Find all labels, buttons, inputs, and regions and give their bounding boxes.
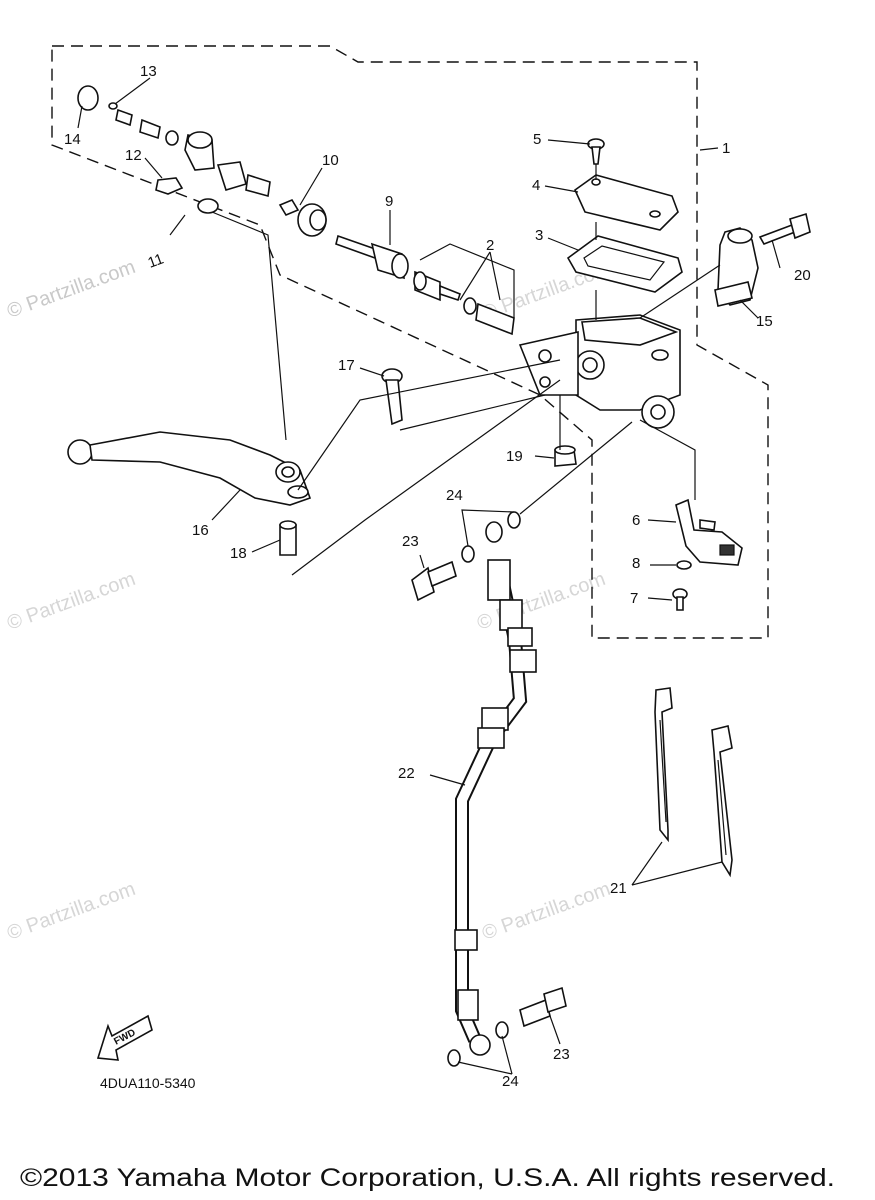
hose-clamp xyxy=(711,725,733,878)
callout-11: 11 xyxy=(146,250,166,271)
callouts: 1 2 3 4 5 6 7 8 9 10 11 12 13 14 15 16 1… xyxy=(64,63,811,1090)
callout-1: 1 xyxy=(722,140,730,157)
leader-lines xyxy=(77,77,781,1075)
brake-lever xyxy=(67,431,312,506)
master-cylinder-body xyxy=(518,314,681,429)
guide-line xyxy=(399,394,546,431)
guide-line xyxy=(291,379,561,576)
callout-18: 18 xyxy=(230,545,247,562)
callout-8: 8 xyxy=(632,555,640,572)
switch-washer xyxy=(676,560,692,570)
copyright-notice: ©2013 Yamaha Motor Corporation, U.S.A. A… xyxy=(20,1164,835,1192)
watermark: © Partzilla.com xyxy=(4,878,138,945)
watermark-main: © Partzilla.com xyxy=(4,256,138,323)
callout-4: 4 xyxy=(532,177,540,194)
callout-7: 7 xyxy=(630,590,638,607)
callout-23b: 23 xyxy=(553,1046,570,1063)
callout-20: 20 xyxy=(794,267,811,284)
callout-2: 2 xyxy=(486,237,494,254)
diagram-code: 4DUA110-5340 xyxy=(100,1075,196,1091)
callout-10: 10 xyxy=(322,152,339,169)
callout-15: 15 xyxy=(756,313,773,330)
washer xyxy=(507,511,521,529)
callout-19: 19 xyxy=(506,448,523,465)
pivot-nut xyxy=(554,445,577,467)
fwd-arrow-icon: FWD xyxy=(96,1014,153,1061)
cap-screw xyxy=(587,138,605,165)
handlebar-bracket xyxy=(714,227,759,307)
callout-23a: 23 xyxy=(402,533,419,550)
callout-16: 16 xyxy=(192,522,209,539)
washer xyxy=(447,1049,461,1067)
lever-bushing xyxy=(279,520,297,556)
watermark: © Partzilla.com xyxy=(479,878,613,945)
callout-12: 12 xyxy=(125,147,142,164)
callout-24a: 24 xyxy=(446,487,463,504)
union-bolt-top xyxy=(411,560,457,602)
callout-17: 17 xyxy=(338,357,355,374)
callout-3: 3 xyxy=(535,227,543,244)
callout-22: 22 xyxy=(398,765,415,782)
callout-13: 13 xyxy=(140,63,157,80)
washer xyxy=(495,1021,509,1039)
guide-line xyxy=(297,359,561,491)
pivot-bolt xyxy=(381,368,403,426)
brake-hose xyxy=(454,521,537,1056)
adjuster-parts xyxy=(77,85,271,214)
hose-clamp xyxy=(654,687,673,843)
washer xyxy=(461,545,475,563)
watermark: © Partzilla.com xyxy=(4,568,138,635)
brake-switch xyxy=(675,498,743,566)
bracket-bolt xyxy=(758,212,811,245)
guide-line xyxy=(211,211,287,441)
callout-5: 5 xyxy=(533,131,541,148)
push-rod xyxy=(335,234,409,280)
union-bolt-bottom xyxy=(519,986,567,1028)
small-nut xyxy=(278,198,300,217)
callout-9: 9 xyxy=(385,193,393,210)
switch-screw xyxy=(672,588,688,611)
callout-24b: 24 xyxy=(502,1073,519,1090)
reservoir-cap xyxy=(573,174,679,231)
callout-6: 6 xyxy=(632,512,640,529)
diaphragm xyxy=(566,235,683,293)
piston-kit xyxy=(413,270,515,336)
callout-14: 14 xyxy=(64,131,81,148)
dust-boot xyxy=(297,203,327,237)
callout-21: 21 xyxy=(610,880,627,897)
